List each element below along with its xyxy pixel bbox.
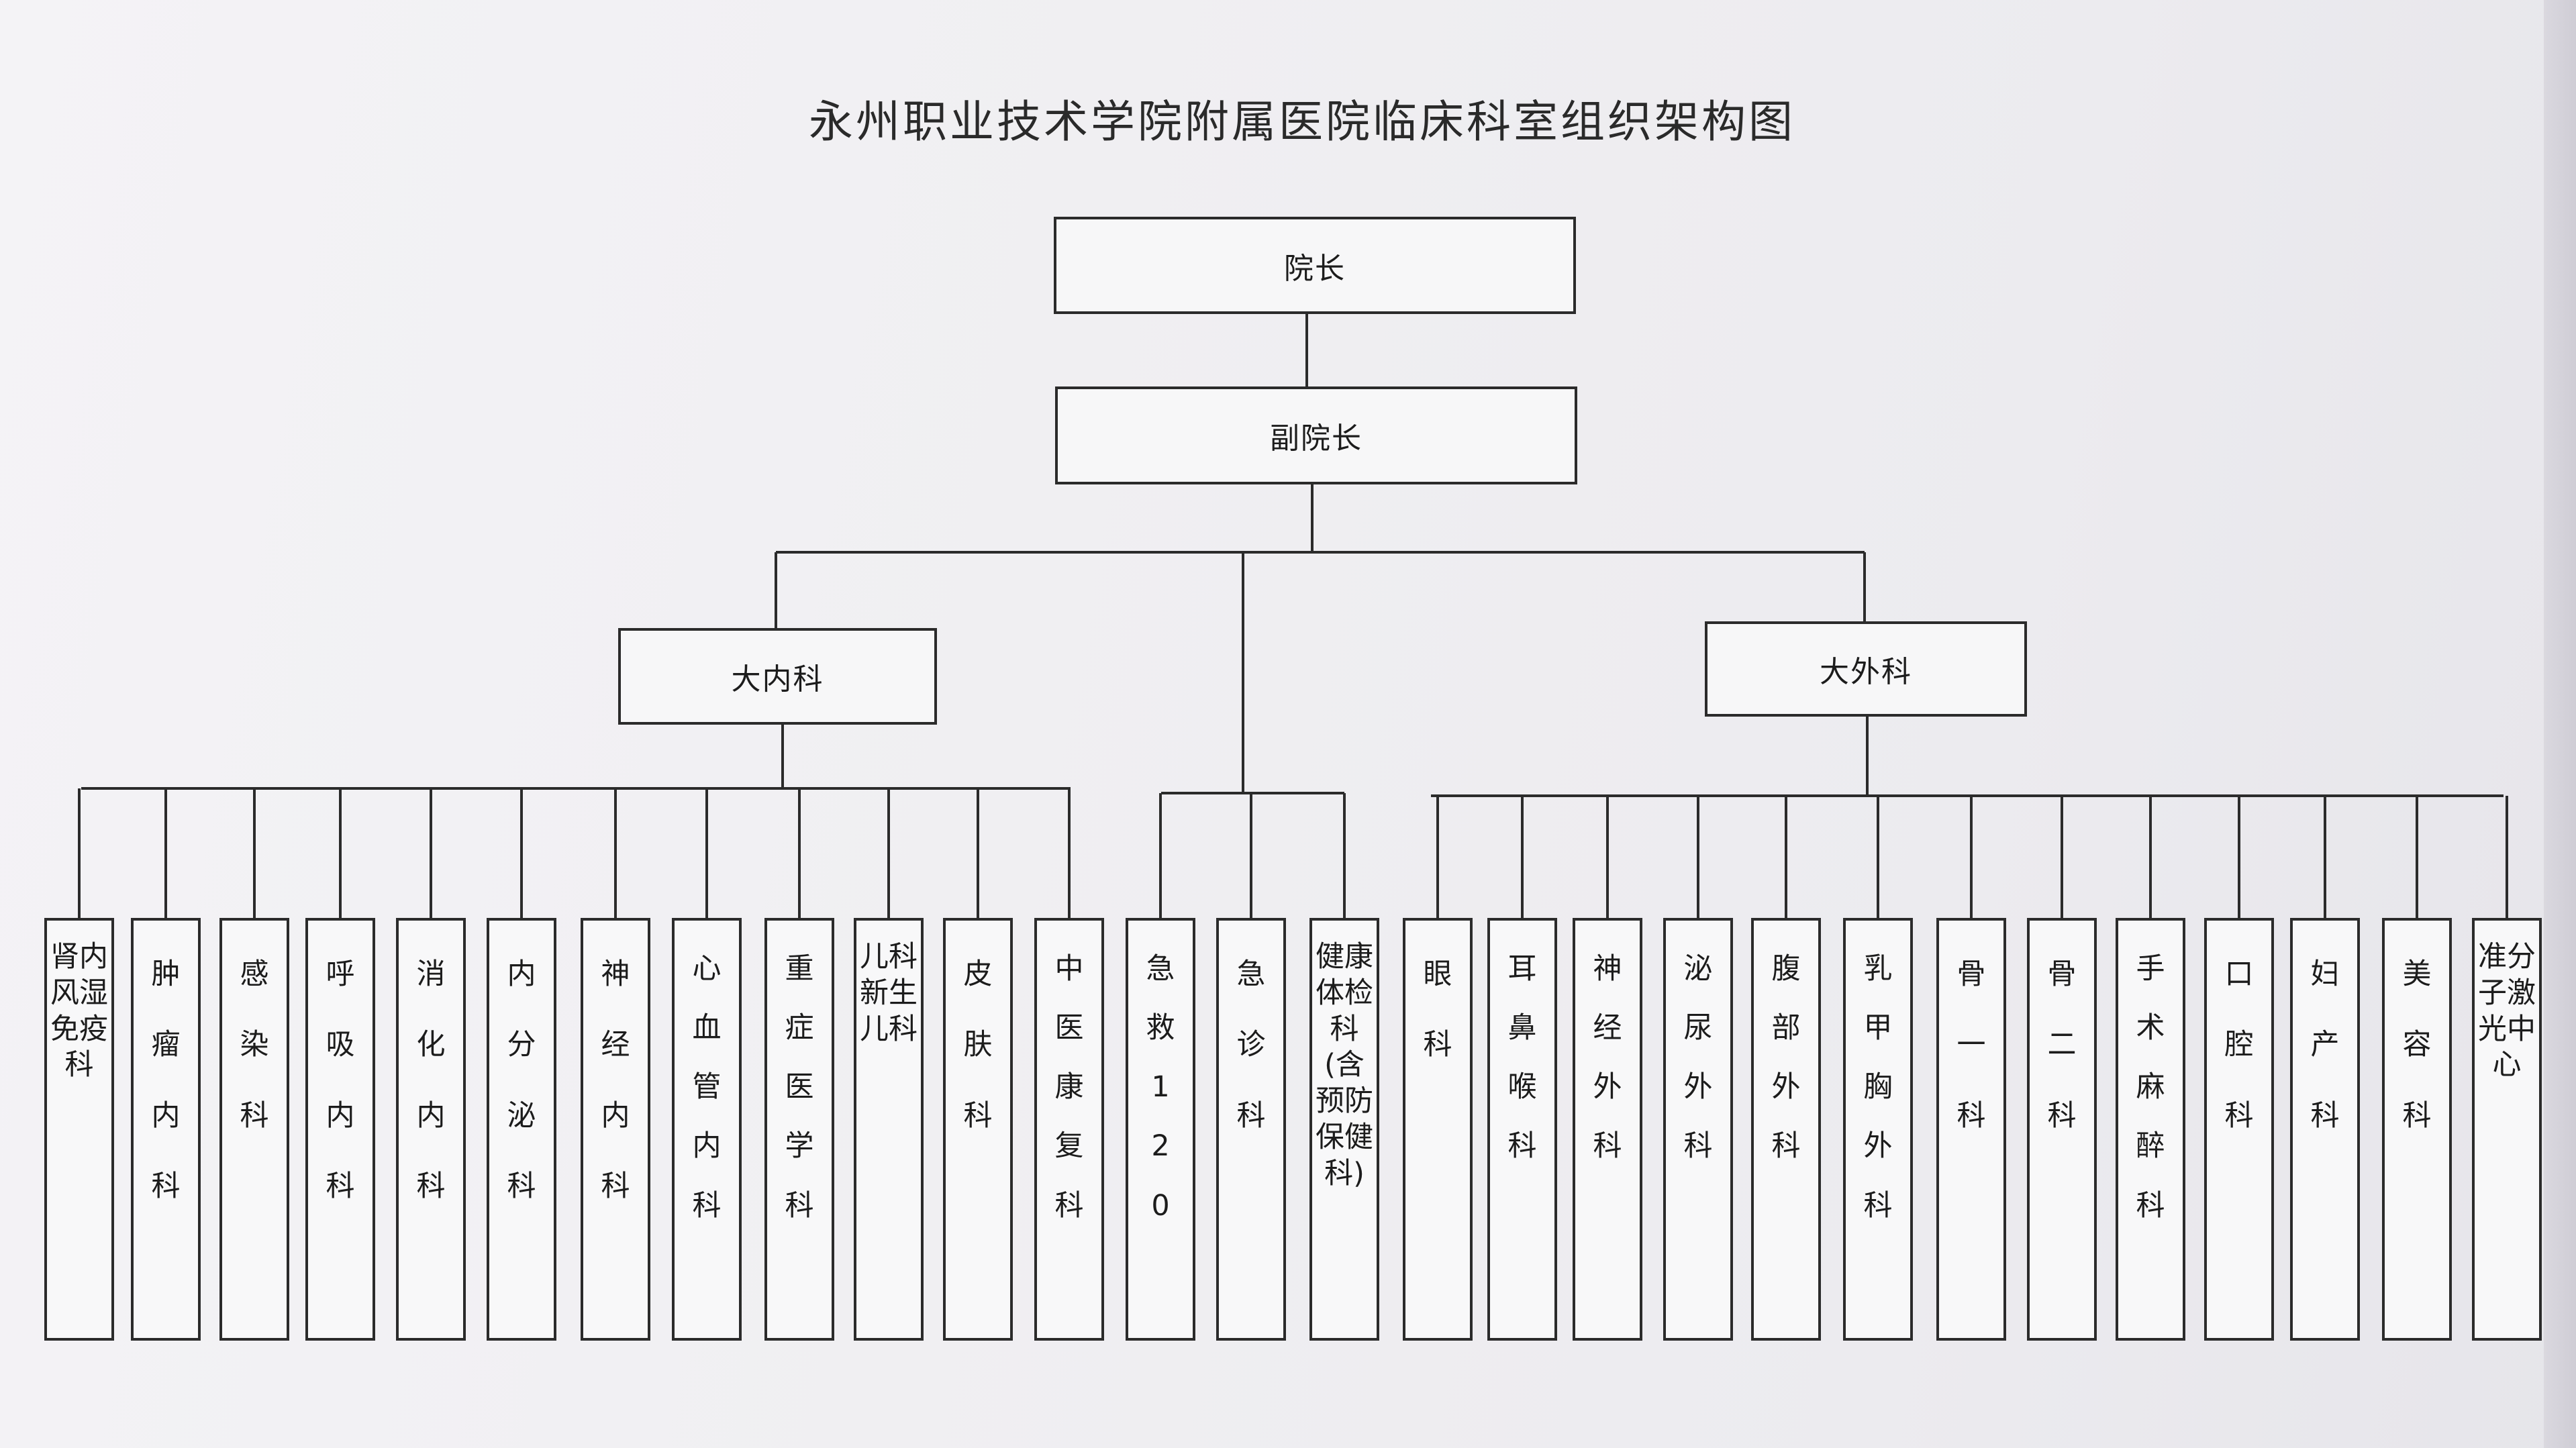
dept-box: 感染科 bbox=[219, 918, 289, 1341]
dept-box: 肾内风湿免疫科 bbox=[44, 918, 114, 1341]
dept-label: 美容科 bbox=[2402, 958, 2432, 1133]
dept-label: 急诊科 bbox=[1236, 958, 1266, 1133]
dept-box: 耳鼻喉科 bbox=[1487, 918, 1557, 1341]
dept-label: 皮肤科 bbox=[963, 958, 993, 1133]
dept-label: 重症医学科 bbox=[785, 952, 814, 1223]
dept-box: 神经外科 bbox=[1573, 918, 1642, 1341]
dept-label: 急救120 bbox=[1146, 952, 1175, 1223]
dept-label: 内分泌科 bbox=[507, 958, 536, 1204]
president-box: 院长 bbox=[1054, 217, 1576, 314]
dept-box: 乳甲胸外科 bbox=[1843, 918, 1913, 1341]
dept-box: 重症医学科 bbox=[764, 918, 834, 1341]
dept-label: 中医康复科 bbox=[1054, 952, 1084, 1223]
dept-label: 呼吸内科 bbox=[326, 958, 355, 1204]
dept-label: 耳鼻喉科 bbox=[1507, 952, 1537, 1163]
dept-label: 骨一科 bbox=[1956, 958, 1986, 1133]
president-label: 院长 bbox=[1284, 251, 1346, 286]
dept-box: 骨一科 bbox=[1936, 918, 2006, 1341]
dept-label: 神经外科 bbox=[1593, 952, 1622, 1163]
dept-box: 口腔科 bbox=[2204, 918, 2274, 1341]
dept-box: 泌尿外科 bbox=[1663, 918, 1733, 1341]
dept-label: 眼科 bbox=[1423, 958, 1452, 1062]
internal-division-label: 大内科 bbox=[731, 662, 824, 696]
dept-label: 腹部外科 bbox=[1771, 952, 1801, 1163]
dept-box: 急诊科 bbox=[1216, 918, 1286, 1341]
dept-label: 消化内科 bbox=[416, 958, 446, 1204]
dept-box: 美容科 bbox=[2382, 918, 2452, 1341]
surgical-division-box: 大外科 bbox=[1705, 621, 2027, 717]
dept-box: 中医康复科 bbox=[1034, 918, 1104, 1341]
dept-label: 泌尿外科 bbox=[1683, 952, 1713, 1163]
paper-edge-shadow bbox=[2544, 0, 2576, 1448]
dept-box: 神经内科 bbox=[581, 918, 650, 1341]
chart-title: 永州职业技术学院附属医院临床科室组织架构图 bbox=[809, 96, 1795, 148]
dept-box: 健康体检科(含预防保健科) bbox=[1309, 918, 1379, 1341]
dept-label: 手术麻醉科 bbox=[2136, 952, 2165, 1223]
dept-box: 急救120 bbox=[1126, 918, 1195, 1341]
dept-label: 骨二科 bbox=[2047, 958, 2077, 1133]
vice-president-box: 副院长 bbox=[1055, 386, 1577, 484]
dept-box: 腹部外科 bbox=[1751, 918, 1821, 1341]
dept-box: 准分子激光中心 bbox=[2472, 918, 2542, 1341]
dept-box: 心血管内科 bbox=[672, 918, 742, 1341]
dept-label: 口腔科 bbox=[2224, 958, 2254, 1133]
dept-box: 呼吸内科 bbox=[305, 918, 375, 1341]
dept-label: 妇产科 bbox=[2310, 958, 2340, 1133]
dept-label: 肾内风湿免疫科 bbox=[50, 940, 108, 1082]
dept-box: 妇产科 bbox=[2290, 918, 2360, 1341]
dept-label: 感染科 bbox=[240, 958, 269, 1133]
dept-box: 眼科 bbox=[1403, 918, 1473, 1341]
dept-label: 肿瘤内科 bbox=[151, 958, 181, 1204]
dept-box: 消化内科 bbox=[396, 918, 466, 1341]
dept-label: 乳甲胸外科 bbox=[1863, 952, 1893, 1223]
dept-box: 皮肤科 bbox=[943, 918, 1013, 1341]
dept-box: 内分泌科 bbox=[487, 918, 556, 1341]
vice-president-label: 副院长 bbox=[1270, 421, 1363, 456]
dept-box: 儿科新生儿科 bbox=[854, 918, 924, 1341]
dept-label: 健康体检科(含预防保健科) bbox=[1315, 940, 1373, 1190]
dept-box: 手术麻醉科 bbox=[2116, 918, 2185, 1341]
dept-label: 准分子激光中心 bbox=[2477, 940, 2536, 1082]
dept-box: 骨二科 bbox=[2027, 918, 2097, 1341]
internal-division-box: 大内科 bbox=[618, 628, 937, 725]
surgical-division-label: 大外科 bbox=[1820, 655, 1912, 689]
dept-label: 心血管内科 bbox=[692, 952, 722, 1223]
dept-label: 神经内科 bbox=[601, 958, 630, 1204]
dept-label: 儿科新生儿科 bbox=[859, 940, 918, 1046]
dept-box: 肿瘤内科 bbox=[131, 918, 201, 1341]
